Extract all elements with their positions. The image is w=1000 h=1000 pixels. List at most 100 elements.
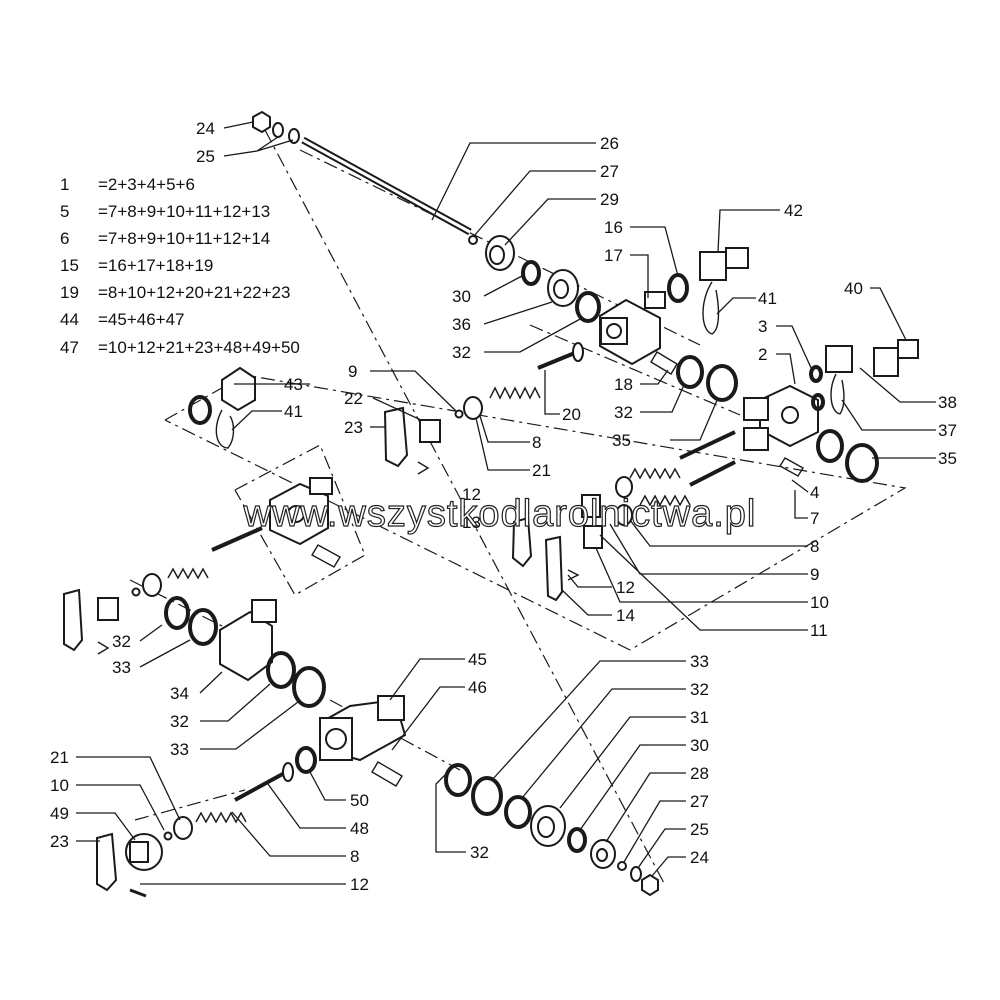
leader-line (139, 639, 191, 668)
callout-label: 32 (452, 343, 471, 362)
callout-label: 32 (170, 712, 189, 731)
elbow-hose-tail (251, 599, 277, 623)
callout-label: 10 (810, 593, 829, 612)
leader-line (841, 399, 936, 431)
legend-formula: =8+10+12+20+21+22+23 (98, 283, 290, 302)
spring-part (489, 386, 541, 400)
o-ring-part (521, 260, 541, 286)
callout-label: 32 (690, 680, 709, 699)
callout-label: 30 (452, 287, 471, 306)
valve-flange (743, 427, 769, 451)
sleeve-bore (596, 848, 608, 862)
fitting-flange (825, 345, 853, 373)
o-ring-part (295, 746, 317, 774)
elbow-body-part (219, 610, 273, 682)
callout-label: 30 (690, 736, 709, 755)
legend-id: 6 (60, 229, 69, 248)
ball-part (131, 587, 141, 597)
legend-formula: =7+8+9+10+11+12+13 (98, 202, 270, 221)
callout-label: 3 (758, 317, 767, 336)
callout-label: 49 (50, 804, 69, 823)
o-ring-part (575, 291, 601, 323)
leader-line (491, 660, 686, 781)
clip-part (371, 761, 403, 787)
spring-part (639, 494, 691, 507)
valve-nipple (377, 695, 405, 721)
parts-left (63, 366, 341, 708)
lever-part (383, 406, 409, 468)
leader-line (609, 523, 808, 575)
o-ring-part (567, 827, 587, 853)
leader-line (199, 671, 223, 694)
ring-part (617, 861, 627, 871)
legend-id: 19 (60, 283, 79, 302)
valve-port (606, 323, 622, 339)
o-ring-part (676, 355, 704, 389)
callout-label: 25 (690, 820, 709, 839)
o-ring-part (444, 763, 472, 797)
sleeve-bore (489, 245, 505, 265)
valve-port (287, 505, 305, 523)
callout-label: 35 (938, 449, 957, 468)
leader-line (483, 275, 523, 297)
leader-line (521, 688, 686, 799)
o-ring-part (292, 666, 326, 708)
washer-part (288, 128, 300, 144)
o-ring-part (504, 795, 532, 829)
piston-rod-part (211, 526, 263, 552)
bushing-bore (537, 816, 555, 838)
callout-label: 45 (468, 650, 487, 669)
leader-line (483, 301, 553, 325)
o-ring-part (809, 365, 823, 383)
o-ring-part (667, 273, 689, 303)
leader-line (791, 479, 809, 493)
callout-label: 12 (616, 578, 635, 597)
leader-line (630, 226, 679, 277)
valve-flange (743, 397, 769, 421)
leader-line (431, 142, 596, 221)
leader-line (623, 800, 686, 863)
fitting-flange (873, 347, 899, 377)
callout-label: 12 (350, 875, 369, 894)
ball-part (163, 831, 173, 841)
callout-label: 36 (452, 315, 471, 334)
o-ring-part (845, 443, 879, 483)
callout-label: 20 (562, 405, 581, 424)
callout-label: 22 (344, 389, 363, 408)
washer-part (272, 122, 284, 138)
valve-nipple (644, 291, 666, 309)
axis-line (134, 789, 246, 821)
fitting-hose-tail (725, 247, 749, 269)
callout-label: 41 (284, 402, 303, 421)
legend-formula: =7+8+9+10+11+12+14 (98, 229, 270, 248)
leader-line (200, 701, 299, 750)
callout-label: 42 (784, 201, 803, 220)
callout-label: 14 (616, 606, 635, 625)
pin-part (97, 641, 110, 655)
leader-line (637, 828, 686, 869)
leader-line (267, 783, 346, 829)
callout-label: 32 (470, 843, 489, 862)
leader-line (870, 287, 907, 341)
callout-label: 18 (614, 375, 633, 394)
callout-label: 38 (938, 393, 957, 412)
legend-id: 5 (60, 202, 69, 221)
leader-line (76, 756, 181, 821)
leader-line (595, 547, 808, 603)
o-ring-part (816, 429, 844, 463)
callout-label: 10 (50, 776, 69, 795)
leader-line (640, 369, 669, 385)
piston-rod-part (689, 460, 736, 487)
spacer-part (173, 816, 193, 840)
callout-label: 12 (462, 485, 481, 504)
nut-part (641, 873, 659, 897)
spacer-part (615, 476, 633, 498)
fitting-flange (221, 366, 256, 412)
callout-label: 24 (196, 119, 215, 138)
leader-line (794, 490, 808, 519)
leader-line (372, 397, 422, 421)
spring-part (629, 467, 681, 480)
pin-part (417, 461, 430, 475)
leader-line (859, 367, 936, 403)
